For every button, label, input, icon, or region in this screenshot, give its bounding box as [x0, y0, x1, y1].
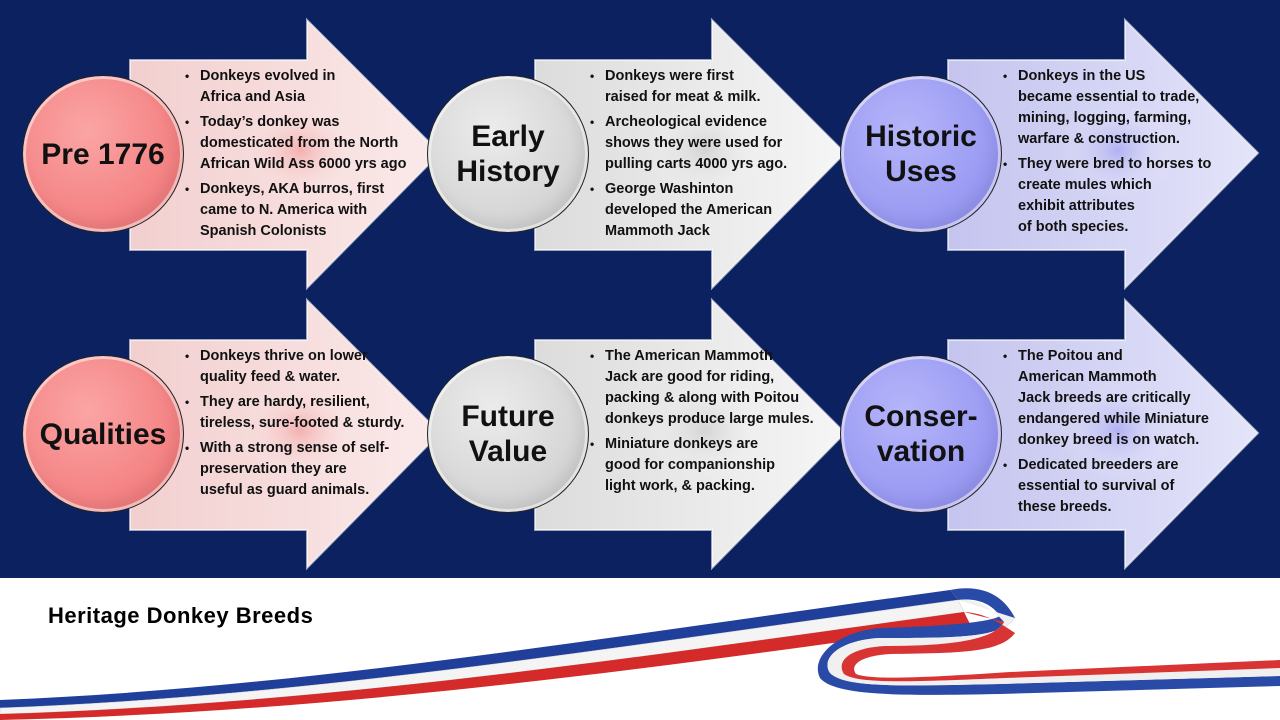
step-bullet-list: Donkeys in the US became essential to tr… — [1003, 66, 1211, 242]
step-bullet: Archeological evidence shows they were u… — [590, 112, 787, 175]
step-heading-circle: Conser- vation — [840, 355, 1002, 513]
process-step-2: Early History Donkeys were first raised … — [405, 0, 855, 290]
step-heading-circle: Historic Uses — [840, 75, 1002, 233]
step-bullet-list: The American Mammoth Jack are good for r… — [590, 346, 814, 501]
process-step-3: Historic Uses Donkeys in the US became e… — [818, 0, 1268, 290]
process-step-6: Conser- vation The Poitou and American M… — [818, 280, 1268, 570]
step-bullet: Dedicated breeders are essential to surv… — [1003, 455, 1209, 518]
step-bullet: They were bred to horses to create mules… — [1003, 154, 1211, 238]
step-bullet: Donkeys, AKA burros, first came to N. Am… — [185, 179, 406, 242]
step-bullet-list: Donkeys evolved in Africa and AsiaToday’… — [185, 66, 406, 246]
step-bullet: The American Mammoth Jack are good for r… — [590, 346, 814, 430]
process-step-5: Future Value The American Mammoth Jack a… — [405, 280, 855, 570]
step-bullet-list: The Poitou and American Mammoth Jack bre… — [1003, 346, 1209, 522]
step-heading: Pre 1776 — [41, 137, 165, 171]
step-heading: Historic Uses — [865, 120, 977, 188]
step-heading-circle: Pre 1776 — [22, 75, 184, 233]
step-heading: Conser- vation — [864, 400, 978, 468]
process-step-4: Qualities Donkeys thrive on lower qualit… — [0, 280, 450, 570]
step-bullet: Donkeys thrive on lower quality feed & w… — [185, 346, 404, 388]
step-bullet: Miniature donkeys are good for companion… — [590, 434, 814, 497]
step-bullet: Today’s donkey was domesticated from the… — [185, 112, 406, 175]
step-heading-circle: Qualities — [22, 355, 184, 513]
process-step-1: Pre 1776 Donkeys evolved in Africa and A… — [0, 0, 450, 290]
step-bullet: They are hardy, resilient, tireless, sur… — [185, 392, 404, 434]
step-bullet-list: Donkeys thrive on lower quality feed & w… — [185, 346, 404, 505]
step-heading: Future Value — [461, 400, 555, 468]
step-bullet: The Poitou and American Mammoth Jack bre… — [1003, 346, 1209, 451]
slide-title: Heritage Donkey Breeds — [48, 603, 314, 628]
step-heading: Early History — [456, 120, 560, 188]
step-bullet: With a strong sense of self- preservatio… — [185, 438, 404, 501]
step-bullet: Donkeys in the US became essential to tr… — [1003, 66, 1211, 150]
step-heading: Qualities — [39, 417, 167, 451]
step-heading-circle: Early History — [427, 75, 589, 233]
step-bullet: Donkeys were first raised for meat & mil… — [590, 66, 787, 108]
step-bullet: Donkeys evolved in Africa and Asia — [185, 66, 406, 108]
step-bullet: George Washinton developed the American … — [590, 179, 787, 242]
step-bullet-list: Donkeys were first raised for meat & mil… — [590, 66, 787, 246]
ribbon-graphic — [0, 588, 1280, 720]
step-heading-circle: Future Value — [427, 355, 589, 513]
